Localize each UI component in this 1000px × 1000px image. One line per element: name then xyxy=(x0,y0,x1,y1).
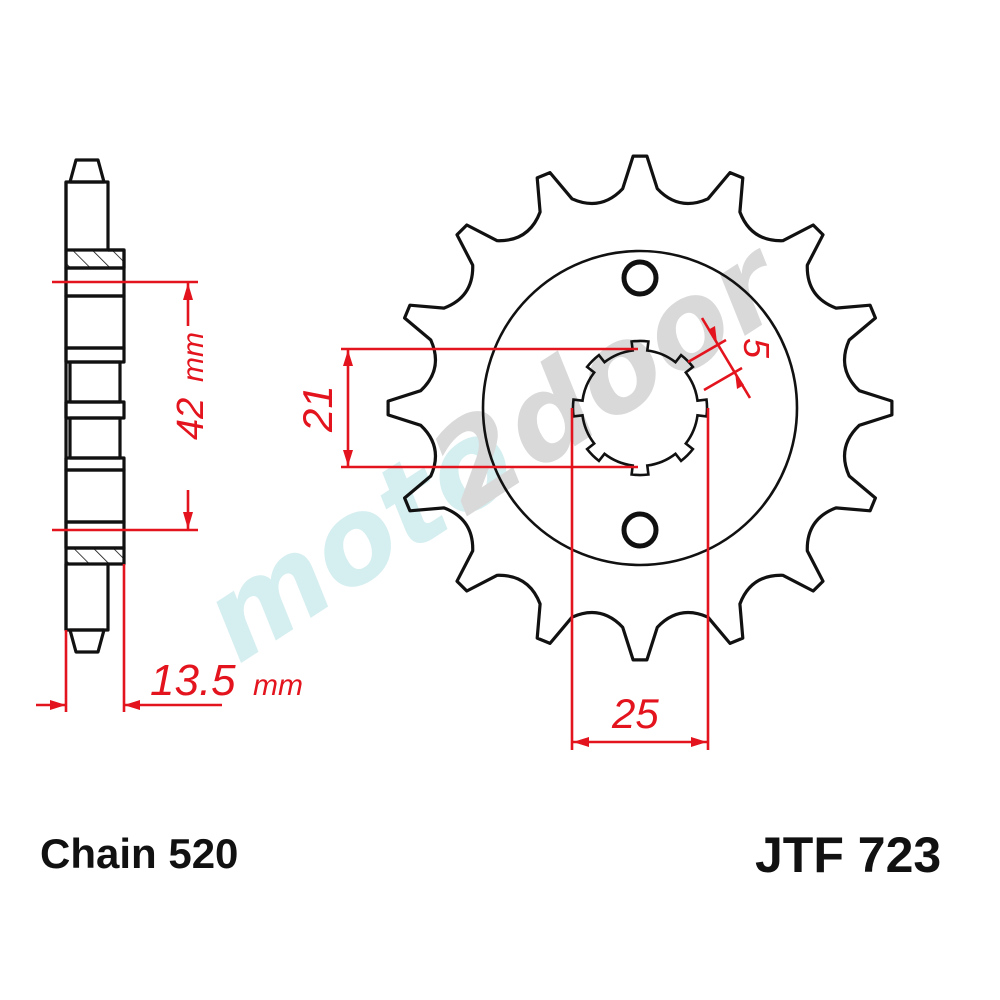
svg-text:13.5: 13.5 xyxy=(150,656,236,705)
svg-text:21: 21 xyxy=(294,385,341,433)
dimension-42mm: 42 mm xyxy=(52,280,212,532)
bolt-hole-bottom xyxy=(621,511,659,549)
dimension-25: 25 xyxy=(570,408,710,750)
bolt-hole-top xyxy=(621,259,659,297)
part-number-label: JTF 723 xyxy=(755,827,942,883)
watermark: moto 2door xyxy=(178,210,811,688)
sprocket-front-view xyxy=(386,154,894,662)
side-profile-view xyxy=(64,158,126,654)
svg-text:25: 25 xyxy=(611,690,659,737)
svg-text:mm: mm xyxy=(177,332,210,382)
chain-size-label: Chain 520 xyxy=(40,830,239,877)
dimension-13-5mm: 13.5 mm xyxy=(36,564,303,712)
svg-text:mm: mm xyxy=(253,669,303,702)
dimension-5: 5 xyxy=(687,317,777,399)
svg-text:5: 5 xyxy=(736,338,777,359)
svg-text:42: 42 xyxy=(170,398,212,440)
dimension-21: 21 xyxy=(294,347,638,469)
svg-text:2door: 2door xyxy=(406,210,811,540)
